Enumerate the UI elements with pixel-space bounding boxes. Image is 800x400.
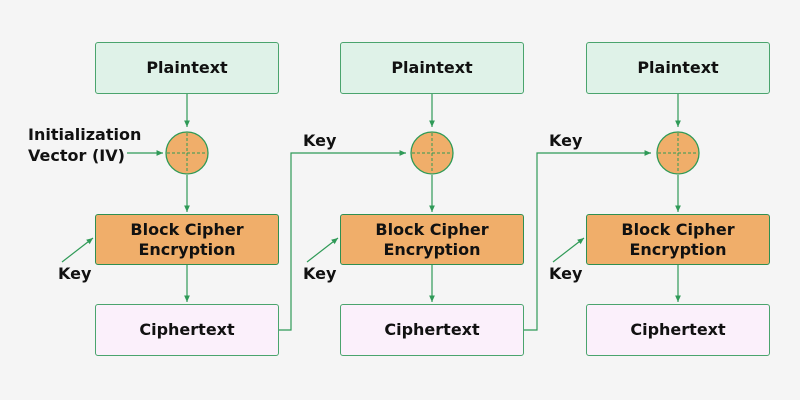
plaintext-box-3: Plaintext xyxy=(586,42,770,94)
arrow-key-2 xyxy=(306,237,339,263)
key-label-1: Key xyxy=(58,264,92,283)
encryption-label-1: Block Cipher Encryption xyxy=(130,219,244,259)
ciphertext-box-3: Ciphertext xyxy=(586,304,770,356)
key-label-3: Key xyxy=(549,264,583,283)
xor-icon-3 xyxy=(656,131,700,175)
chain-ciphertext-2-to-xor-3 xyxy=(524,150,651,331)
arrow-key-1 xyxy=(61,237,94,263)
plaintext-label-3: Plaintext xyxy=(637,58,719,77)
plaintext-box-1: Plaintext xyxy=(95,42,279,94)
xor-icon-2 xyxy=(410,131,454,175)
ciphertext-label-3: Ciphertext xyxy=(630,320,726,339)
ciphertext-label-2: Ciphertext xyxy=(384,320,480,339)
plaintext-box-2: Plaintext xyxy=(340,42,524,94)
ciphertext-label-1: Ciphertext xyxy=(139,320,235,339)
ciphertext-box-2: Ciphertext xyxy=(340,304,524,356)
encryption-box-2: Block Cipher Encryption xyxy=(340,214,524,265)
encryption-box-3: Block Cipher Encryption xyxy=(586,214,770,265)
xor-icon-1 xyxy=(165,131,209,175)
plaintext-label-1: Plaintext xyxy=(146,58,228,77)
chain-key-label-2: Key xyxy=(303,131,337,150)
chain-key-label-3: Key xyxy=(549,131,583,150)
ciphertext-box-1: Ciphertext xyxy=(95,304,279,356)
encryption-label-2: Block Cipher Encryption xyxy=(375,219,489,259)
plaintext-label-2: Plaintext xyxy=(391,58,473,77)
key-label-2: Key xyxy=(303,264,337,283)
chain-ciphertext-1-to-xor-2 xyxy=(279,150,406,331)
iv-label: Initialization Vector (IV) xyxy=(28,125,142,165)
arrow-key-3 xyxy=(552,237,585,263)
encryption-box-1: Block Cipher Encryption xyxy=(95,214,279,265)
encryption-label-3: Block Cipher Encryption xyxy=(621,219,735,259)
